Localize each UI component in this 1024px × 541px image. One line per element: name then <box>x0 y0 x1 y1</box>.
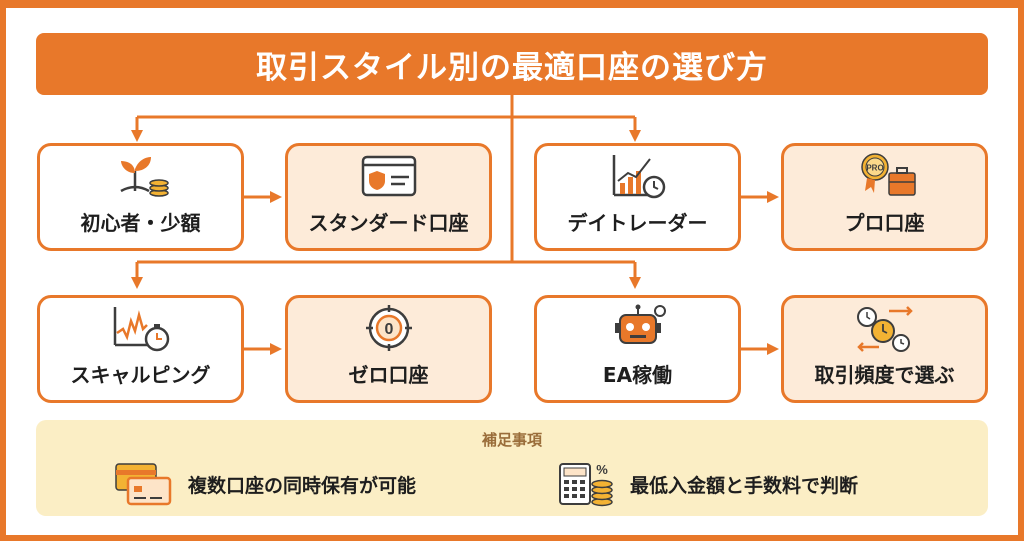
svg-text:PRO: PRO <box>866 164 883 173</box>
pro-badge-briefcase-icon: PRO <box>860 153 916 196</box>
flow-start-label: デイトレーダー <box>567 211 708 235</box>
flow-start-label: 初心者・少額 <box>80 211 201 235</box>
flow-result-label: プロ口座 <box>844 211 925 235</box>
sprout-coins-icon <box>119 157 169 197</box>
clocks-arrows-icon <box>856 306 913 352</box>
bar-chart-clock-icon <box>612 155 665 199</box>
flow-result-pro-account: PRO プロ口座 <box>781 143 988 251</box>
flow-start-day-trader: デイトレーダー <box>534 143 741 251</box>
flow-start-ea: EA稼働 <box>534 295 741 403</box>
flow-result-choose-by-frequency: 取引頻度で選ぶ <box>781 295 988 403</box>
robot-icon <box>614 304 666 344</box>
svg-text:%: % <box>596 462 608 477</box>
note-text: 複数口座の同時保有が可能 <box>188 474 417 497</box>
svg-text:0: 0 <box>384 321 393 338</box>
flow-start-scalping: スキャルピング <box>37 295 244 403</box>
cards-icon <box>115 463 172 506</box>
page-title: 取引スタイル別の最適口座の選び方 <box>36 33 988 95</box>
line-chart-stopwatch-icon <box>113 307 169 352</box>
account-card-icon <box>361 155 416 197</box>
notes-title: 補足事項 <box>481 431 542 449</box>
notes-panel: 補足事項 複数口座の同時保有が可能 % 最低入金額と手数料で判断 <box>36 420 988 516</box>
note-text: 最低入金額と手数料で判断 <box>630 474 859 497</box>
calculator-coins-icon: % <box>559 462 613 507</box>
flow-start-beginner: 初心者・少額 <box>37 143 244 251</box>
flow-result-label: ゼロ口座 <box>348 363 429 387</box>
flow-start-label: スキャルピング <box>70 363 211 387</box>
flow-result-standard-account: スタンダード口座 <box>285 143 492 251</box>
flow-start-label: EA稼働 <box>602 363 673 387</box>
flow-result-zero-account: 0 ゼロ口座 <box>285 295 492 403</box>
flow-result-label: スタンダード口座 <box>308 211 469 235</box>
zero-target-icon: 0 <box>365 305 412 351</box>
note-item: 複数口座の同時保有が可能 <box>114 460 416 508</box>
note-item: % 最低入金額と手数料で判断 <box>556 460 858 508</box>
flow-result-label: 取引頻度で選ぶ <box>814 363 955 387</box>
